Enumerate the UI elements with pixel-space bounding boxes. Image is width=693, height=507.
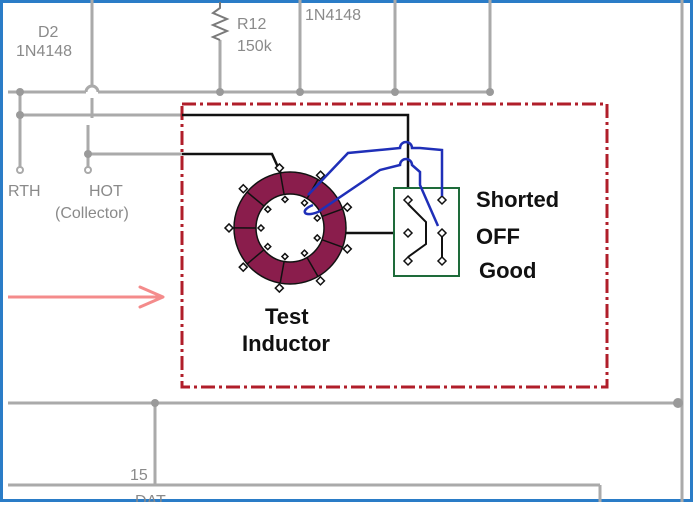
winding-terminal [282,254,288,260]
winding-terminal [265,244,271,250]
collector-label: (Collector) [55,205,129,222]
pin-number-label: 15 [130,467,148,484]
winding-terminal [302,200,308,206]
winding-terminal [282,196,288,202]
winding-terminal [343,203,351,211]
d2-part-label: 1N4148 [16,43,72,60]
test-point-terminals [17,167,91,173]
winding-terminal [258,225,264,231]
winding-terminal [225,224,233,232]
indicator-arrow [8,287,163,307]
hot-label: HOT [89,183,123,200]
r12-value-label: 150k [237,38,273,55]
d2-ref-label: D2 [38,24,59,41]
winding-terminal [239,263,247,271]
winding-terminal [314,215,320,221]
cut-off-label: DAT [135,493,166,502]
winding-terminal [343,245,351,253]
component-label-line1: Test [265,304,309,329]
winding-terminal [314,235,320,241]
winding-terminal [275,284,283,292]
shorted-state-label: Shorted [476,187,559,212]
rth-label: RTH [8,183,41,200]
diode-top-label: 1N4148 [305,7,361,24]
winding-terminal [301,250,307,256]
component-label-line2: Inductor [242,331,330,356]
resistor-r12 [213,2,227,40]
r12-ref-label: R12 [237,16,266,33]
winding-terminal [265,206,271,212]
winding-terminal [316,277,324,285]
good-state-label: Good [479,258,536,283]
off-state-label: OFF [476,224,520,249]
winding-terminal [239,185,247,193]
